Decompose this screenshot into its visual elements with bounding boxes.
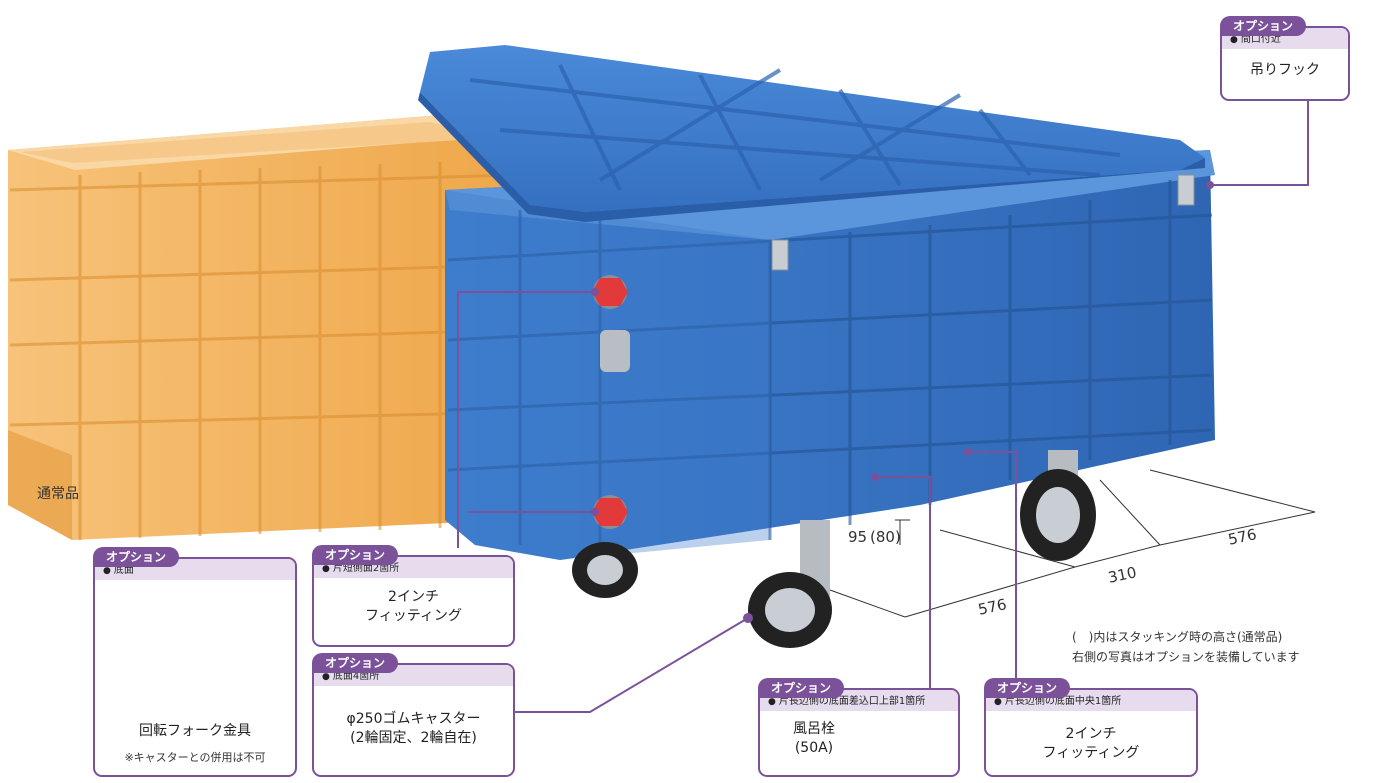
option-tag: オプション [312, 545, 399, 565]
option-caster-card: オプション ●底面4箇所 φ250ゴムキャスター (2輪固定、2輪自在) [312, 653, 515, 777]
option-name-line-2: (2輪固定、2輪自在) [350, 730, 477, 746]
normal-product-label: 通常品 [37, 486, 79, 502]
dimension-lines [829, 469, 1316, 618]
option-location: 底面 [113, 565, 134, 576]
option-name: 吊りフック [1250, 62, 1320, 78]
option-note: ※キャスターとの併用は不可 [124, 751, 266, 764]
bullet-icon: ● [1230, 35, 1238, 45]
blue-lid [418, 45, 1205, 222]
option-fork-card: オプション ●底面 回転フォーク金具 ※キャスターとの併用は不可 [93, 547, 297, 777]
option-tag: オプション [312, 653, 399, 673]
bullet-icon: ● [768, 697, 776, 707]
bullet-icon: ● [322, 672, 330, 682]
casters [572, 450, 1096, 648]
option-name-line-2: (50A) [794, 740, 834, 756]
callout-dots [591, 181, 1214, 623]
callout-lines [457, 100, 1309, 713]
bullet-icon: ● [994, 697, 1002, 707]
bullet-icon: ● [322, 564, 330, 574]
option-name-line-1: 2インチ [388, 589, 439, 605]
option-tag: オプション [93, 547, 180, 567]
dimension-height-stacked: (80) [870, 528, 901, 546]
option-name-line-1: 風呂栓 [793, 721, 835, 737]
option-location: 片長辺側の底面中央1箇所 [1004, 696, 1122, 707]
option-name-line-1: 2インチ [1065, 726, 1117, 742]
option-name-line-2: フィッティング [365, 608, 462, 624]
note-line-1: ( )内はスタッキング時の高さ(通常品) [1072, 630, 1283, 644]
option-tag: オプション [758, 678, 845, 698]
dimension-height: 95 [848, 528, 868, 546]
note-line-2: 右側の写真はオプションを装備しています [1072, 650, 1300, 664]
orange-crate [8, 115, 516, 540]
option-location: 片長辺側の底面差込口上部1箇所 [778, 696, 926, 707]
option-location: 片短側面2箇所 [332, 563, 400, 574]
bullet-icon: ● [103, 566, 111, 576]
option-name: 回転フォーク金具 [139, 723, 251, 739]
option-location: 底面4箇所 [332, 671, 380, 682]
notes: ( )内はスタッキング時の高さ(通常品) 右側の写真はオプションを装備しています [1072, 627, 1300, 667]
option-drain-card: オプション ●片長辺側の底面差込口上部1箇所 風呂栓 (50A) [758, 678, 960, 777]
option-name-line-1: φ250ゴムキャスター [346, 711, 481, 727]
option-tag: オプション [984, 678, 1071, 698]
option-bottom-fitting-card: オプション ●片長辺側の底面中央1箇所 2インチ フィッティング [984, 678, 1198, 777]
option-location: 間口付近 [1240, 34, 1281, 45]
option-short-fitting-card: オプション ●片短側面2箇所 2インチ フィッティング [312, 545, 515, 647]
option-hook-card: オプション ●間口付近 吊りフック [1220, 16, 1350, 101]
option-name-line-2: フィッティング [1042, 745, 1140, 761]
option-tag: オプション [1220, 16, 1307, 36]
